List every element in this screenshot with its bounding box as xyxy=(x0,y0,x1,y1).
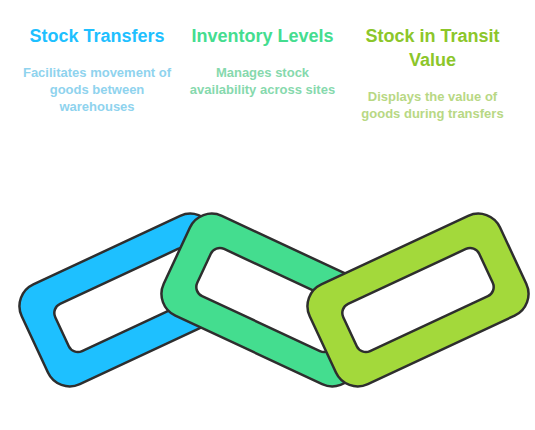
description-text: Displays the value of goods during trans… xyxy=(349,88,516,122)
column-node: Inventory LevelsManages stock availabili… xyxy=(185,22,340,100)
chain-link xyxy=(300,206,535,394)
title-text: Stock in Transit Value xyxy=(349,24,516,72)
column-node: Stock TransfersFacilitates movement of g… xyxy=(12,22,182,117)
title-text: Inventory Levels xyxy=(189,24,336,48)
column-node: Stock in Transit ValueDisplays the value… xyxy=(345,22,520,124)
description-text: Manages stock availability across sites xyxy=(189,64,336,98)
title-text: Stock Transfers xyxy=(16,24,178,48)
description-text: Facilitates movement of goods between wa… xyxy=(16,64,178,115)
